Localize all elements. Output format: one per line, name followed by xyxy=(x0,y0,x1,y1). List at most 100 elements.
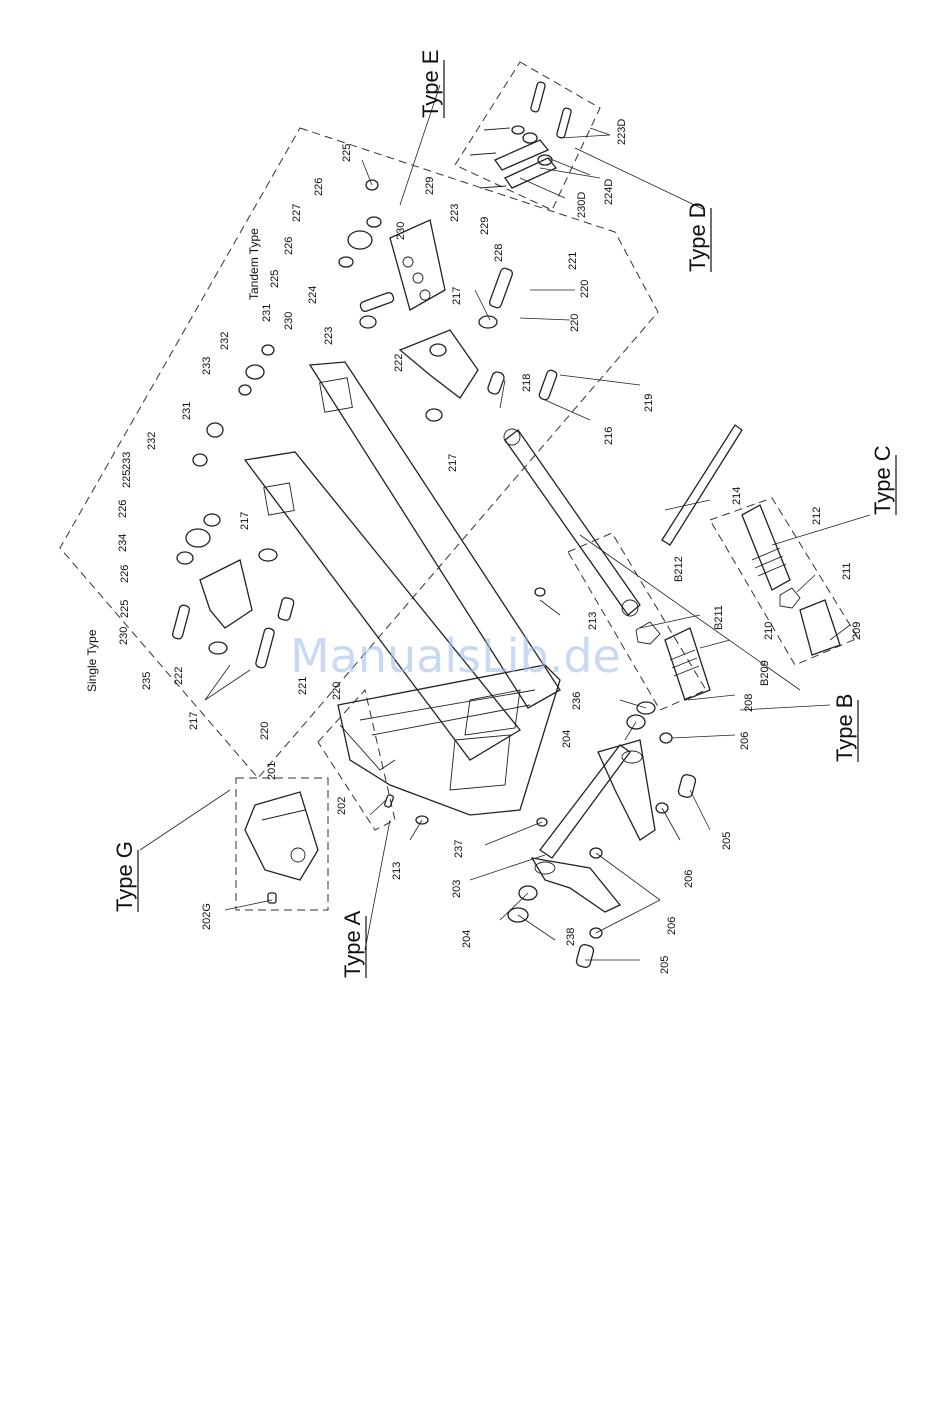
type-c-outline xyxy=(709,497,859,666)
type-d-label: Type D xyxy=(685,202,712,272)
type-b-outline xyxy=(567,532,707,711)
label-214: 214 xyxy=(731,487,743,505)
tandem-type-rollers xyxy=(238,179,558,422)
wheel-axle-assembly xyxy=(507,701,697,968)
fork-group-outline xyxy=(59,127,659,779)
label-231-b: 231 xyxy=(181,402,193,420)
label-220-d: 220 xyxy=(259,722,271,740)
clip-213-a xyxy=(415,815,429,825)
label-213-b: 213 xyxy=(587,612,599,630)
label-223-a: 223 xyxy=(449,204,461,222)
label-233-b: 233 xyxy=(121,452,133,470)
label-226-c: 226 xyxy=(117,500,129,518)
leader-lines xyxy=(139,84,871,961)
label-209: 209 xyxy=(851,622,863,640)
label-211: 211 xyxy=(841,562,853,580)
label-221-a: 221 xyxy=(567,252,579,270)
label-238: 238 xyxy=(565,928,577,946)
label-223-b: 223 xyxy=(323,327,335,345)
type-g-label: Type G xyxy=(112,841,139,912)
chassis-frame xyxy=(337,664,561,816)
pull-rod-assembly xyxy=(503,424,841,701)
label-217-c: 217 xyxy=(239,512,251,530)
label-219: 219 xyxy=(643,394,655,412)
type-c-label: Type C xyxy=(870,445,897,515)
type-g-parts xyxy=(244,791,319,904)
label-212: 212 xyxy=(811,507,823,525)
type-e-label: Type E xyxy=(418,50,445,118)
label-222-a: 222 xyxy=(393,354,405,372)
label-204-b: 204 xyxy=(561,730,573,748)
label-229-b: 229 xyxy=(479,217,491,235)
label-234: 234 xyxy=(117,534,129,552)
label-201: 201 xyxy=(266,762,278,780)
single-type-rollers xyxy=(172,422,295,669)
label-235: 235 xyxy=(141,672,153,690)
label-220-c: 220 xyxy=(331,682,343,700)
label-228: 228 xyxy=(493,244,505,262)
label-227: 227 xyxy=(291,204,303,222)
label-210: 210 xyxy=(763,622,775,640)
label-208: 208 xyxy=(743,694,755,712)
grease-237 xyxy=(536,817,548,827)
label-223d: 223D xyxy=(616,119,628,145)
label-213-a: 213 xyxy=(391,862,403,880)
label-b212: B212 xyxy=(673,556,685,582)
label-220-a: 220 xyxy=(579,280,591,298)
label-217-a: 217 xyxy=(451,287,463,305)
label-225-b: 225 xyxy=(269,270,281,288)
label-225-a: 225 xyxy=(341,144,353,162)
label-231-a: 231 xyxy=(261,304,273,322)
label-224d: 224D xyxy=(603,179,615,205)
svg-text:Type G: Type G xyxy=(112,841,137,912)
type-g-outline xyxy=(235,777,329,911)
type-b-label: Type B xyxy=(832,694,859,762)
label-218: 218 xyxy=(521,374,533,392)
label-b211: B211 xyxy=(713,605,725,630)
part-number-labels: 201 202 202G 203 204 204 205 205 206 206… xyxy=(117,119,863,974)
watermark: ManualsLib.de xyxy=(290,629,621,683)
svg-text:Type C: Type C xyxy=(870,445,895,515)
label-233-a: 233 xyxy=(201,357,213,375)
label-230-c: 230 xyxy=(118,627,130,645)
label-206-b: 206 xyxy=(683,870,695,888)
label-206-c: 206 xyxy=(666,917,678,935)
label-216: 216 xyxy=(603,427,615,445)
label-225-d: 225 xyxy=(119,600,131,618)
label-b209: B209 xyxy=(759,660,771,686)
label-232-b: 232 xyxy=(146,432,158,450)
label-203: 203 xyxy=(451,880,463,898)
label-226-a: 226 xyxy=(313,178,325,196)
tandem-type-label: Tandem Type xyxy=(247,228,261,300)
label-232-a: 232 xyxy=(219,332,231,350)
label-225-c: 225 xyxy=(121,470,133,488)
label-224: 224 xyxy=(307,286,319,304)
label-222-b: 222 xyxy=(173,667,185,685)
label-226-b: 226 xyxy=(283,237,295,255)
svg-text:Type B: Type B xyxy=(832,694,857,762)
pin-202 xyxy=(384,794,394,808)
label-202: 202 xyxy=(336,797,348,815)
clip-213-b xyxy=(534,587,546,597)
svg-text:Type A: Type A xyxy=(340,910,365,978)
label-206-a: 206 xyxy=(739,732,751,750)
label-237: 237 xyxy=(453,840,465,858)
type-d-parts xyxy=(469,81,572,189)
type-d-outline xyxy=(454,61,601,211)
label-217-b: 217 xyxy=(447,454,459,472)
label-229-a: 229 xyxy=(424,177,436,195)
label-220-b: 220 xyxy=(569,314,581,332)
fork-arm-lower xyxy=(243,451,521,761)
label-230-b: 230 xyxy=(283,312,295,330)
label-217-d: 217 xyxy=(188,712,200,730)
label-226-d: 226 xyxy=(119,565,131,583)
label-202g: 202G xyxy=(201,903,213,930)
label-205-b: 205 xyxy=(659,956,671,974)
type-a-outline xyxy=(317,688,396,831)
svg-text:Type E: Type E xyxy=(418,50,443,118)
label-205-a: 205 xyxy=(721,832,733,850)
type-a-label: Type A xyxy=(340,910,367,978)
label-221-b: 221 xyxy=(297,677,309,695)
label-230-a: 230 xyxy=(395,222,407,240)
